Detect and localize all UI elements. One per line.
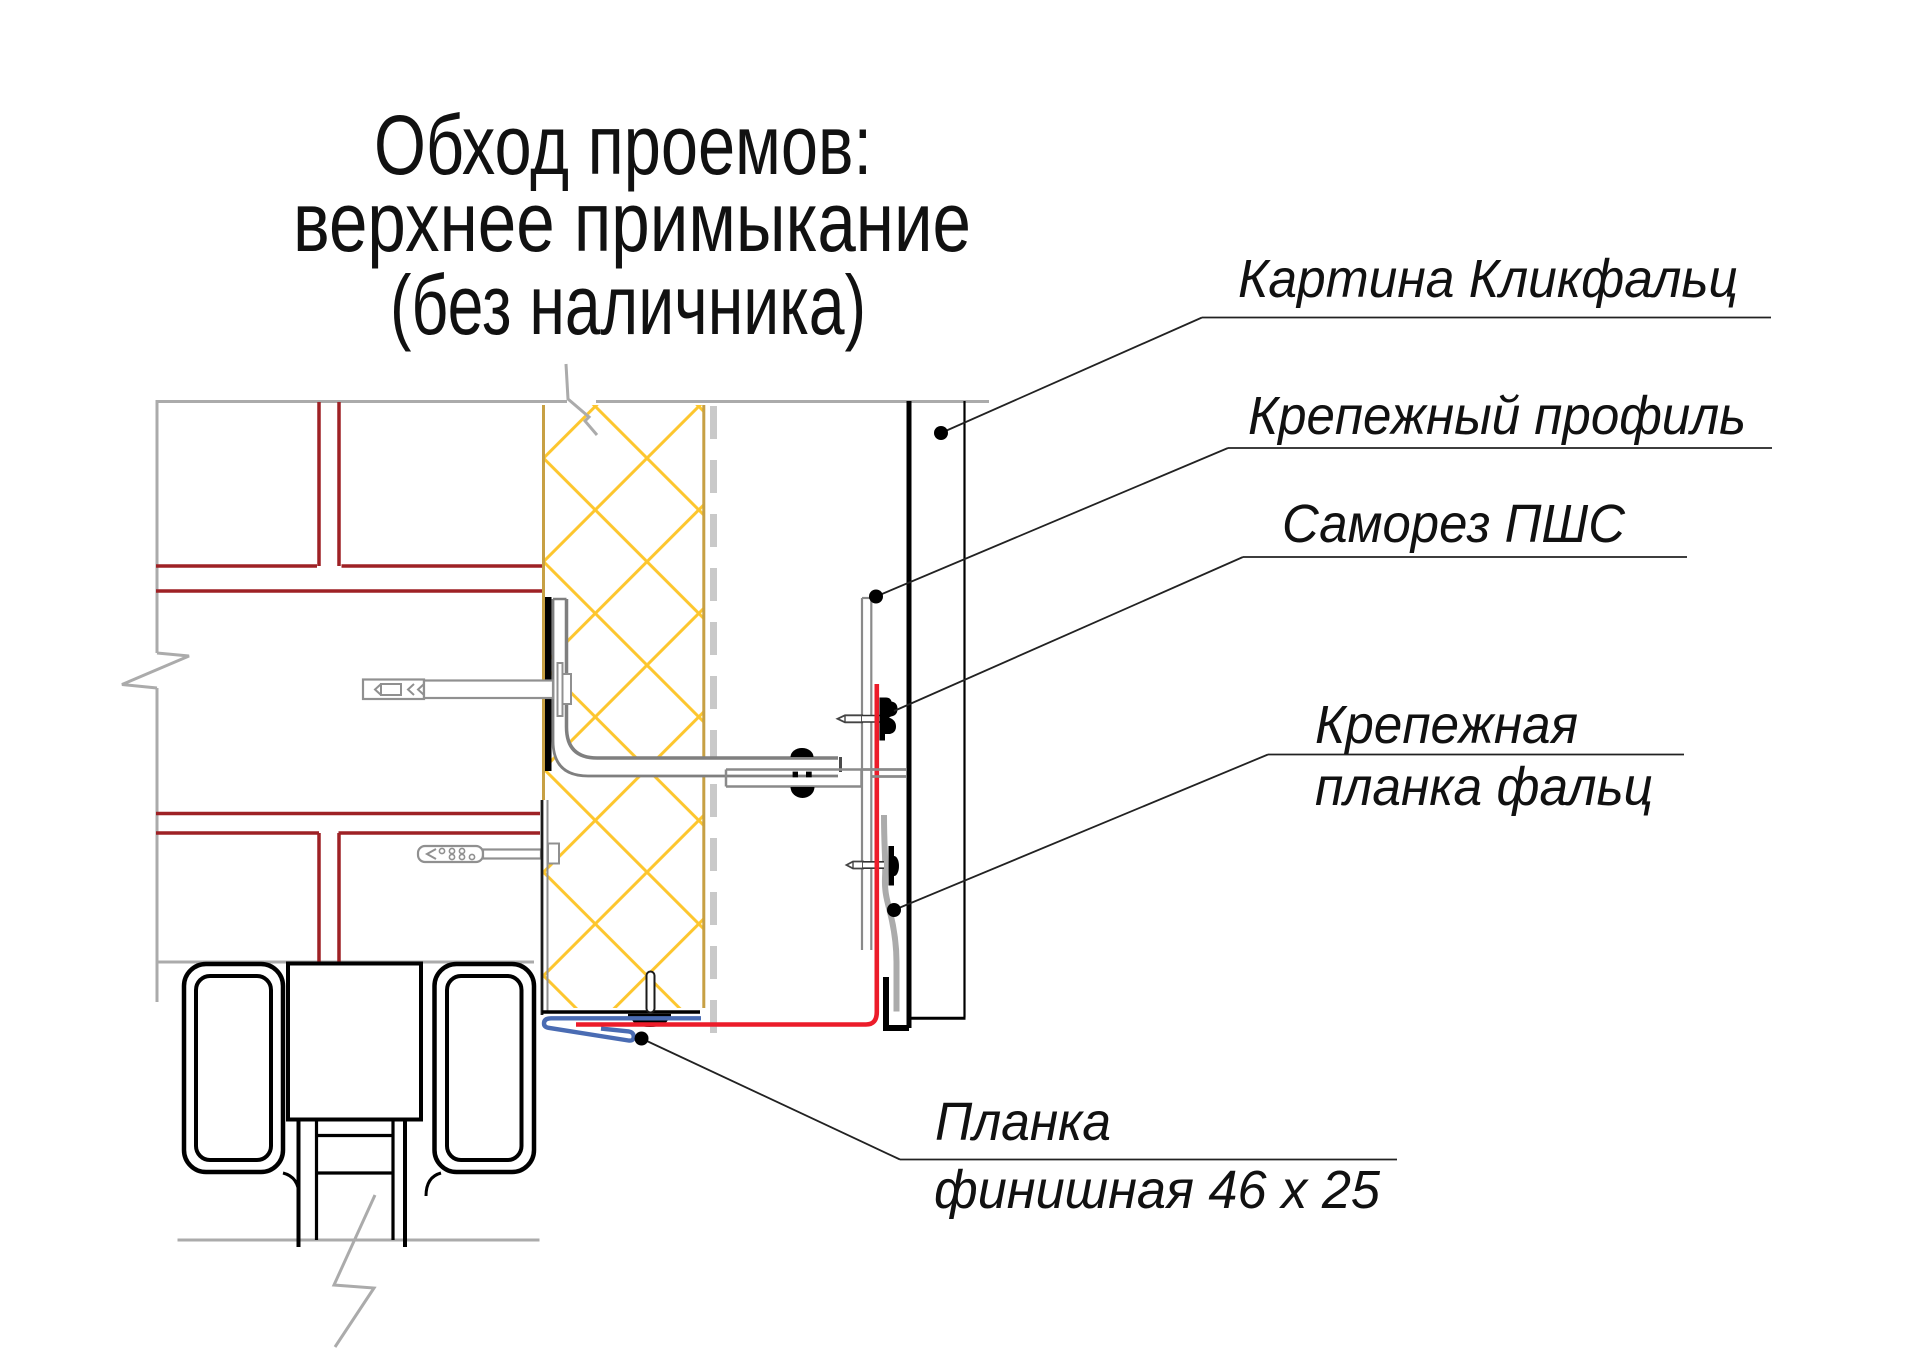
svg-text:Крепежный профиль: Крепежный профиль xyxy=(1248,386,1746,446)
svg-text:(без наличника): (без наличника) xyxy=(390,258,866,352)
svg-text:планка фальц: планка фальц xyxy=(1315,757,1653,817)
svg-text:финишная 46 х 25: финишная 46 х 25 xyxy=(934,1160,1381,1220)
svg-text:верхнее примыкание: верхнее примыкание xyxy=(293,175,971,269)
svg-text:Планка: Планка xyxy=(935,1092,1111,1152)
svg-text:Крепежная: Крепежная xyxy=(1315,695,1578,755)
svg-text:Саморез ПШС: Саморез ПШС xyxy=(1282,494,1626,554)
svg-text:Обход проемов:: Обход проемов: xyxy=(374,98,872,192)
svg-text:Картина Кликфальц: Картина Кликфальц xyxy=(1238,249,1738,309)
